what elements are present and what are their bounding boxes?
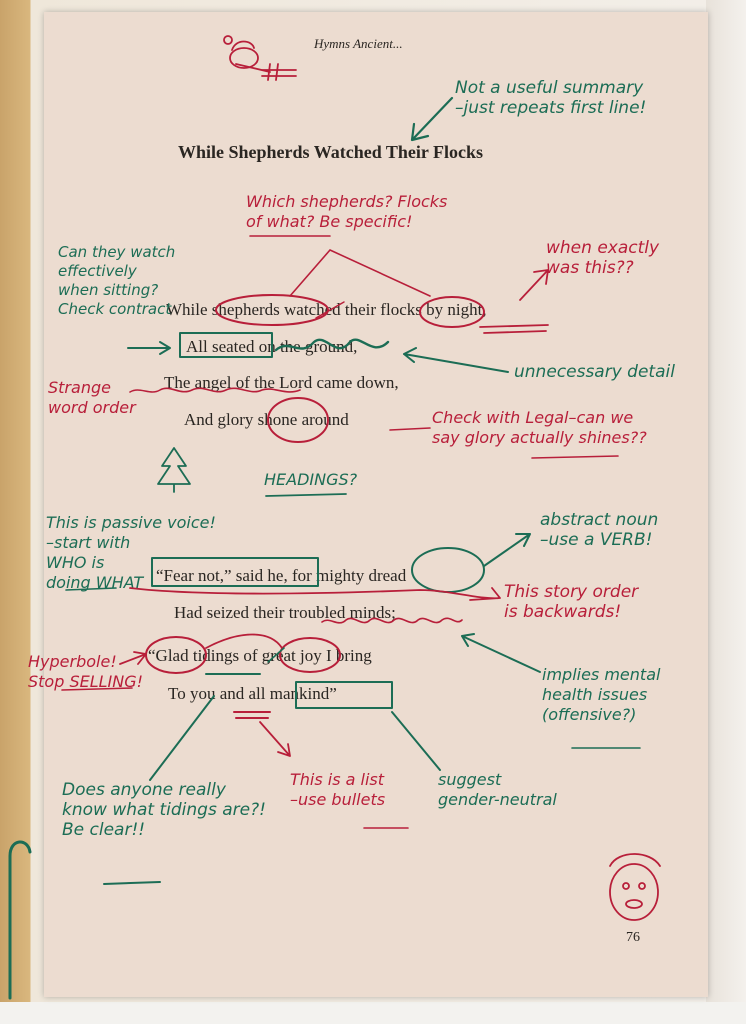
note-gender-neutral: suggest gender-neutral (438, 770, 557, 809)
note-not-useful-summary: Not a useful summary –just repeats first… (455, 78, 647, 118)
note-check-legal: Check with Legal–can we say glory actual… (432, 408, 647, 447)
hymn-line-5: “Fear not,” said he, for mighty dread (156, 566, 407, 585)
circle-shepherds (215, 294, 329, 326)
note-which-shepherds: Which shepherds? Flocks of what? Be spec… (246, 192, 448, 231)
note-when-exactly: when exactly was this?? (546, 238, 660, 278)
hymn-line-8: To you and all mankind” (168, 684, 337, 703)
hymn-title: While Shepherds Watched Their Flocks (178, 142, 484, 162)
hymn-line-3: The angel of the Lord came down, (164, 373, 399, 392)
tree-doodle-icon (157, 447, 191, 493)
circle-glad (145, 636, 207, 674)
note-unnecessary-detail: unnecessary detail (514, 362, 675, 382)
note-watch-sitting: Can they watch effectively when sitting?… (58, 243, 176, 318)
hymn-line-4: And glory shone around (184, 410, 349, 429)
circle-great (279, 637, 341, 673)
note-story-order: This story order is backwards! (504, 582, 639, 622)
arrow-to-title (410, 96, 454, 142)
box-fear-not (151, 557, 319, 587)
note-hyperbole: Hyperbole! Stop SELLING! (28, 652, 144, 691)
note-list-bullets: This is a list –use bullets (290, 770, 386, 809)
circle-flocks (419, 296, 485, 328)
box-all-seated (179, 332, 273, 358)
angel-face-doodle-icon (609, 853, 661, 921)
note-mental-health: implies mental health issues (offensive?… (542, 665, 661, 724)
page-number: 76 (626, 930, 640, 945)
running-head: Hymns Ancient... (314, 36, 403, 51)
circle-shone (267, 397, 329, 443)
book-page (44, 12, 708, 997)
crook-doodle-icon (8, 840, 32, 1000)
hymn-line-1: While shepherds watched their flocks by … (166, 300, 487, 319)
desk-right-edge (706, 0, 746, 1024)
hymn-line-6: Had seized their troubled minds; (174, 603, 396, 622)
circle-dread (411, 547, 485, 593)
note-tidings: Does anyone really know what tidings are… (62, 780, 266, 840)
angel-doodle-icon (223, 35, 297, 81)
bottom-strip (0, 1002, 746, 1024)
note-strange-word-order: Strange word order (48, 378, 136, 417)
note-headings: HEADINGS? (264, 470, 358, 489)
box-mankind (295, 681, 393, 709)
note-abstract-noun: abstract noun –use a VERB! (540, 510, 659, 550)
